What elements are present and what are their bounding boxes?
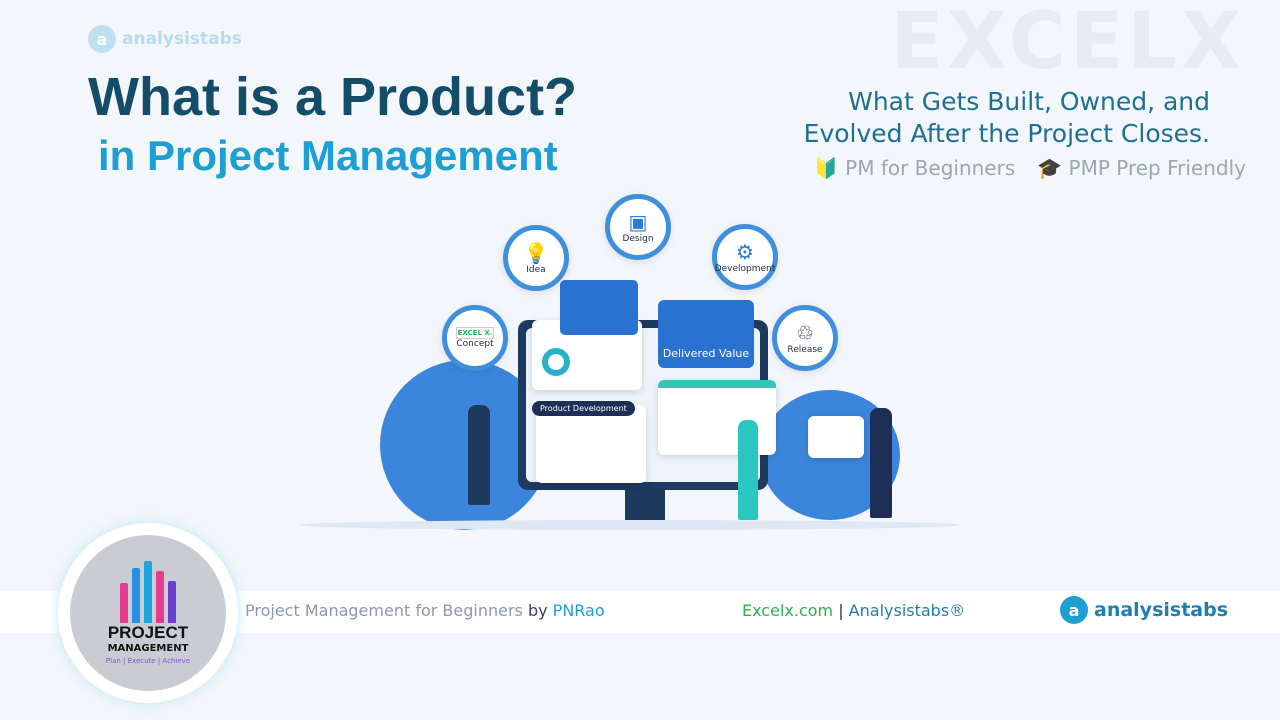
- stage-design: ▣ Design: [605, 194, 671, 260]
- stage-concept: EXCEL X. Concept: [442, 305, 508, 371]
- excelx-link[interactable]: Excelx.com: [742, 601, 834, 620]
- delivered-value-card: Delivered Value: [658, 300, 754, 368]
- stage-label: Release: [787, 345, 823, 355]
- tag-pmp: 🎓 PMP Prep Friendly: [1037, 156, 1246, 180]
- monitor-icon: ▣: [628, 210, 648, 234]
- product-development-label: Product Development: [532, 401, 635, 416]
- report-card: [658, 380, 776, 455]
- subtitle-line-1: What Gets Built, Owned, and: [848, 87, 1210, 116]
- tag-label: PMP Prep Friendly: [1068, 156, 1246, 180]
- rising-arrows-icon: [120, 561, 176, 623]
- floor-shadow: [300, 520, 960, 530]
- stage-label: Concept: [456, 339, 494, 349]
- tag-beginners: 🔰 PM for Beginners: [814, 156, 1015, 180]
- stage-development: ⚙ Development: [712, 224, 778, 290]
- badge-title: PROJECT: [107, 623, 189, 642]
- page-title-secondary: in Project Management: [98, 132, 558, 179]
- author-name: PNRao: [552, 601, 605, 620]
- excel-x-logo: EXCEL X.: [455, 327, 495, 339]
- excelx-watermark: EXCELX: [890, 0, 1246, 87]
- tag-label: PM for Beginners: [845, 156, 1016, 180]
- gears-icon: ⚙: [736, 240, 754, 264]
- beginner-badge-icon: 🔰: [813, 156, 839, 180]
- presentation-board: [808, 416, 864, 458]
- badge-tagline: Plan | Execute | Achieve: [105, 657, 191, 665]
- stage-release: ♲ Release: [772, 305, 838, 371]
- project-management-badge: PROJECT MANAGEMENT Plan | Execute | Achi…: [58, 523, 238, 703]
- stage-idea: 💡 Idea: [503, 225, 569, 291]
- logo-mark-icon: a: [1060, 596, 1088, 624]
- analysistabs-logo: a analysistabs: [88, 25, 242, 53]
- logo-text: analysistabs: [1094, 599, 1229, 621]
- person-figure: [738, 420, 758, 520]
- lightbulb-icon: 💡: [523, 241, 549, 265]
- separator: |: [833, 601, 849, 620]
- product-lifecycle-illustration: Delivered Value Product Development EXCE…: [300, 180, 960, 530]
- series-name: Project Management for Beginners: [245, 601, 523, 620]
- analysistabs-logo-footer: a analysistabs: [1060, 596, 1228, 624]
- logo-mark-icon: a: [88, 25, 116, 53]
- recycle-icon: ♲: [796, 321, 814, 345]
- stage-label: Design: [622, 234, 654, 244]
- subtitle: What Gets Built, Owned, and Evolved Afte…: [804, 86, 1210, 150]
- footer-sites: Excelx.com | Analysistabs®: [742, 601, 965, 620]
- footer-series: Project Management for Beginners by PNRa…: [245, 601, 605, 620]
- analysistabs-link[interactable]: Analysistabs®: [848, 601, 966, 620]
- product-development-card: Product Development: [532, 401, 646, 483]
- logo-text: analysistabs: [122, 29, 242, 49]
- person-figure: [870, 408, 892, 518]
- chart-card: [560, 280, 638, 335]
- page-title: What is a Product?: [88, 67, 578, 127]
- monitor-stand: [625, 490, 665, 520]
- donut-chart-icon: [542, 348, 570, 376]
- stage-label: Idea: [526, 265, 546, 275]
- badge-subtitle: MANAGEMENT: [107, 643, 189, 654]
- tag-list: 🔰 PM for Beginners 🎓 PMP Prep Friendly: [814, 156, 1246, 180]
- graduation-cap-icon: 🎓: [1037, 156, 1063, 180]
- by-text: by: [527, 601, 548, 620]
- stage-label: Development: [714, 264, 776, 274]
- person-figure: [468, 405, 490, 505]
- subtitle-line-2: Evolved After the Project Closes.: [803, 119, 1210, 148]
